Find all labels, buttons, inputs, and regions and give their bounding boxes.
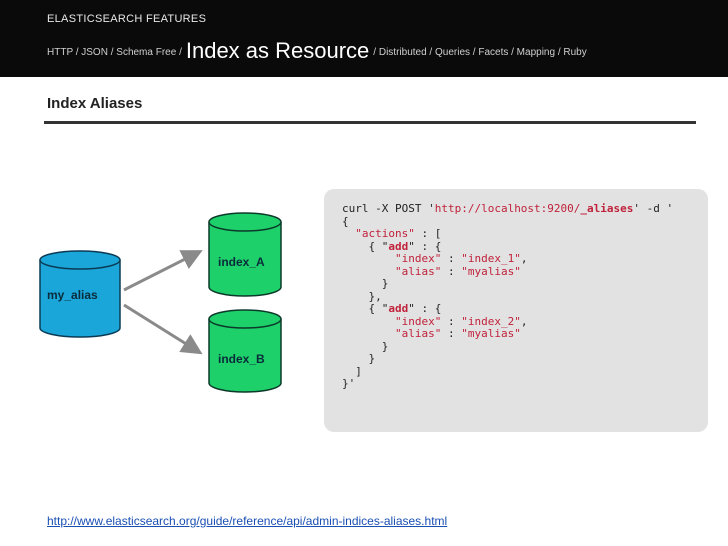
- header-kicker: ELASTICSEARCH FEATURES: [47, 13, 207, 25]
- code-block: curl -X POST 'http://localhost:9200/_ali…: [324, 189, 708, 432]
- arrow-to-index-a: [123, 250, 203, 292]
- curl-command: curl -X POST 'http://localhost:9200/_ali…: [342, 202, 674, 390]
- alias-cylinder: [39, 250, 121, 338]
- breadcrumb-after: / Distributed / Queries / Facets / Mappi…: [373, 47, 587, 58]
- alias-label: my_alias: [47, 288, 98, 302]
- index-a-label: index_A: [218, 255, 265, 269]
- index-b-cylinder: [208, 309, 282, 393]
- topic-breadcrumb: HTTP / JSON / Schema Free /Index as Reso…: [47, 38, 587, 64]
- index-a-cylinder: [208, 212, 282, 297]
- docs-link[interactable]: http://www.elasticsearch.org/guide/refer…: [47, 514, 448, 528]
- index-b-label: index_B: [218, 352, 265, 366]
- section-title: Index Aliases: [47, 95, 143, 112]
- arrow-to-index-b: [123, 303, 203, 355]
- slide-header: ELASTICSEARCH FEATURES HTTP / JSON / Sch…: [0, 0, 728, 77]
- section-divider: [44, 121, 696, 124]
- breadcrumb-before: HTTP / JSON / Schema Free /: [47, 47, 182, 58]
- breadcrumb-current: Index as Resource: [185, 38, 370, 63]
